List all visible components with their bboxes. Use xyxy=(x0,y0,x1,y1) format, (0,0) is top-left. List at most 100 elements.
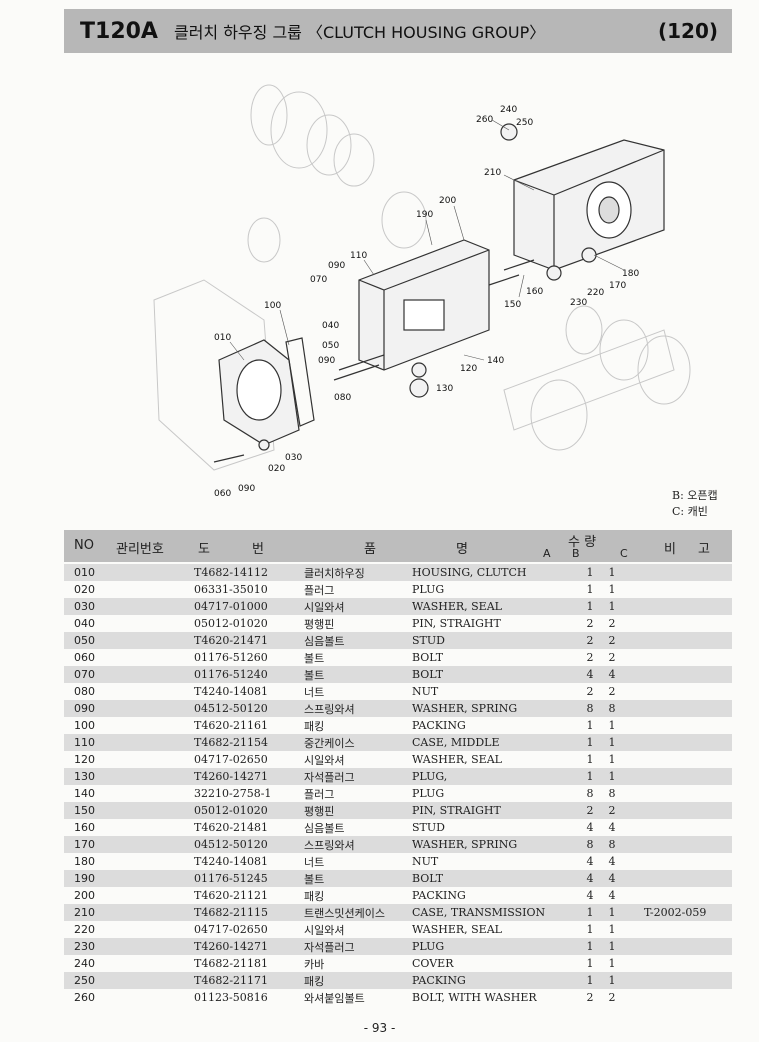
qty-b: 1 xyxy=(586,957,594,970)
qty-b: 2 xyxy=(586,651,594,664)
callout-label: 250 xyxy=(516,118,533,128)
part-name-english: BOLT, WITH WASHER xyxy=(412,991,537,1004)
header-remarks-2: 고 xyxy=(698,542,710,557)
part-name-english: WASHER, SPRING xyxy=(412,836,580,853)
part-name-korean: 플러그 xyxy=(304,787,335,801)
part-number-no: 080 xyxy=(74,685,95,698)
part-name-korean: 평행핀 xyxy=(304,802,412,819)
part-name-korean: 자석플러그 xyxy=(304,768,412,785)
part-number-no: 010 xyxy=(64,564,194,581)
header-name-2: 명 xyxy=(456,542,468,557)
qty-b: 1 xyxy=(580,598,600,615)
qty-b: 1 xyxy=(586,719,594,732)
part-number-no: 160 xyxy=(74,821,95,834)
remarks xyxy=(624,887,732,904)
qty-b: 4 xyxy=(586,821,594,834)
part-number-no: 110 xyxy=(64,734,194,751)
drawing-number: T4260-14271 xyxy=(194,938,304,955)
drawing-number: 01176-51240 xyxy=(194,666,304,683)
callout-label: 230 xyxy=(570,298,587,308)
drawing-number: T4682-21171 xyxy=(194,972,304,989)
main-components xyxy=(213,123,665,463)
part-name-korean: 평행핀 xyxy=(304,617,335,631)
part-number-no: 040 xyxy=(74,617,95,630)
qty-c: 2 xyxy=(608,991,616,1004)
drawing-number: T4620-21121 xyxy=(194,889,269,902)
part-name-english: CASE, TRANSMISSION xyxy=(412,904,580,921)
part-number-no: 020 xyxy=(74,583,95,596)
callout-label: 120 xyxy=(460,364,477,374)
qty-c: 4 xyxy=(608,855,616,868)
callout-label: 190 xyxy=(416,210,433,220)
qty-c: 4 xyxy=(600,666,624,683)
qty-b: 1 xyxy=(580,734,600,751)
callout-label: 020 xyxy=(268,464,285,474)
drawing-number: T4682-21154 xyxy=(194,734,304,751)
part-number-no: 060 xyxy=(74,651,95,664)
part-number-no: 180 xyxy=(74,855,95,868)
drawing-number: T4240-14081 xyxy=(194,685,269,698)
drawing-number: T4240-14081 xyxy=(194,855,269,868)
callout-label: 090 xyxy=(318,356,335,366)
drawing-number: T4682-14112 xyxy=(194,564,304,581)
table-header: NO 관리번호 도 번 품 명 수 량 A B C 비 고 xyxy=(64,530,732,562)
part-number-no: 210 xyxy=(64,904,194,921)
part-name-korean: 자석플러그 xyxy=(304,938,412,955)
qty-c: 1 xyxy=(600,904,624,921)
part-name-korean: 중간케이스 xyxy=(304,734,412,751)
part-name-english: WASHER, SEAL xyxy=(412,753,502,766)
part-number-no: 140 xyxy=(74,787,95,800)
qty-c: 4 xyxy=(608,889,616,902)
qty-b: 1 xyxy=(580,904,600,921)
remarks xyxy=(624,581,732,598)
part-name-english: PACKING xyxy=(412,719,466,732)
callout-label: 050 xyxy=(322,341,339,351)
drawing-number: 06331-35010 xyxy=(194,583,268,596)
header-no: NO xyxy=(74,538,94,553)
callout-label: 060 xyxy=(214,489,231,499)
header-quantity: 수 량 xyxy=(568,535,597,550)
callout-label: 130 xyxy=(436,384,453,394)
qty-c: 2 xyxy=(600,632,624,649)
qty-c: 4 xyxy=(600,870,624,887)
drawing-number: T4620-21471 xyxy=(194,632,304,649)
qty-c: 1 xyxy=(600,598,624,615)
drawing-number: 32210-2758-1 xyxy=(194,787,272,800)
part-name-korean: 볼트 xyxy=(304,666,412,683)
part-name-english: PACKING xyxy=(412,889,466,902)
qty-c: 8 xyxy=(600,836,624,853)
part-name-korean: 와셔붙임볼트 xyxy=(304,991,365,1005)
qty-c: 1 xyxy=(600,734,624,751)
part-name-korean: 볼트 xyxy=(304,870,412,887)
header-drawing-2: 번 xyxy=(252,542,264,557)
part-name-korean: 너트 xyxy=(304,855,325,869)
remarks xyxy=(624,615,732,632)
qty-b: 4 xyxy=(580,870,600,887)
callout-label: 170 xyxy=(609,281,626,291)
part-name-korean: 너트 xyxy=(304,685,325,699)
remarks xyxy=(624,836,732,853)
header-drawing-1: 도 xyxy=(198,542,210,557)
part-number-no: 120 xyxy=(74,753,95,766)
qty-b: 8 xyxy=(586,787,594,800)
qty-c: 2 xyxy=(600,802,624,819)
exploded-parts-diagram: 260 240 250 210 200 190 110 090 070 100 … xyxy=(153,84,691,499)
drawing-number: T4620-21161 xyxy=(194,719,269,732)
part-name-english: PLUG xyxy=(412,583,445,596)
part-number-no: 200 xyxy=(74,889,95,902)
qty-c: 2 xyxy=(608,651,616,664)
part-number-no: 090 xyxy=(64,700,194,717)
